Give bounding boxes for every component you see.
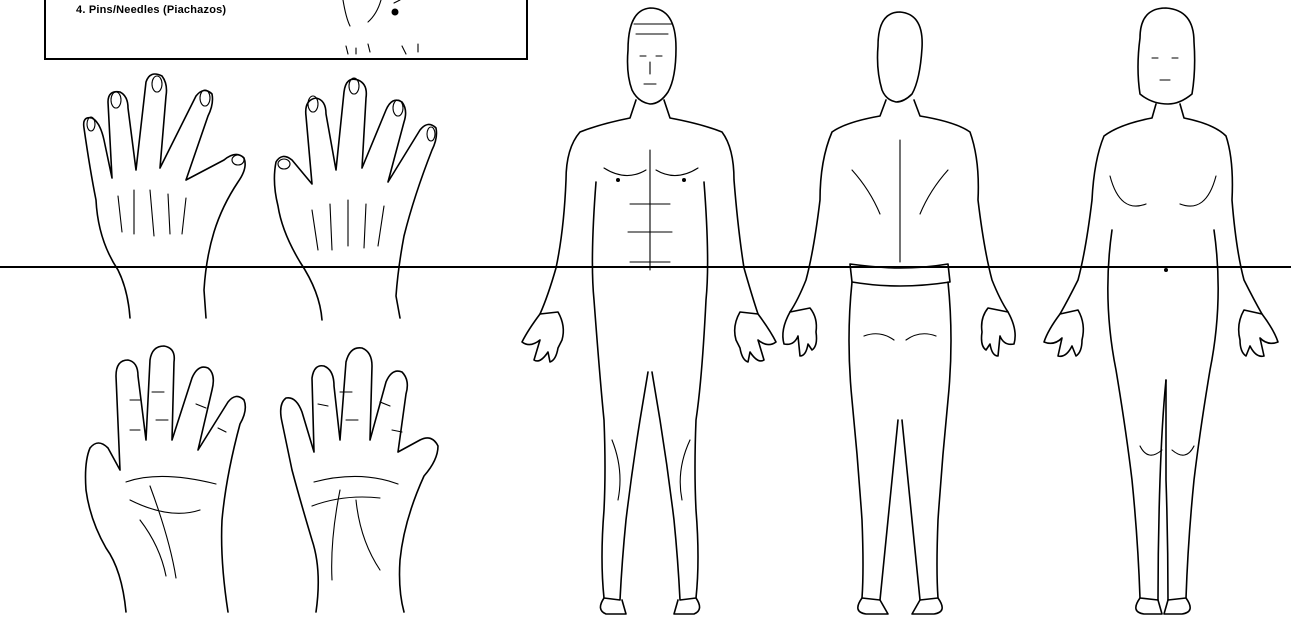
hand-back-left-drawing[interactable] [84, 74, 245, 318]
hand-palm-right-drawing[interactable] [281, 348, 438, 612]
hand-back-right-drawing[interactable] [274, 78, 436, 320]
female-body-front-drawing[interactable] [1044, 8, 1278, 614]
hand-palm-left-drawing[interactable] [86, 346, 246, 612]
male-body-front-drawing[interactable] [522, 8, 776, 614]
body-back-drawing[interactable] [783, 12, 1015, 614]
